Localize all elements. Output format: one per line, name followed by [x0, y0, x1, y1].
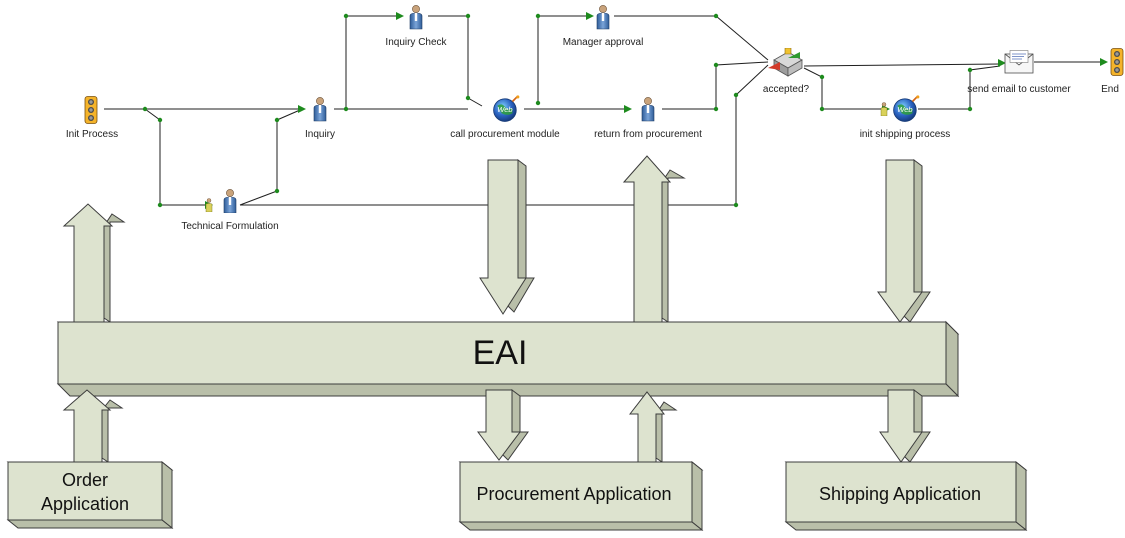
- node-init-shipping-process[interactable]: init shipping process: [860, 95, 951, 140]
- shipping-application-label: Shipping Application: [819, 484, 981, 504]
- node-label: End: [1101, 84, 1119, 95]
- node-return-from-procurement[interactable]: return from procurement: [594, 96, 702, 140]
- node-label: Technical Formulation: [181, 221, 278, 232]
- down-arrow-shipping-to-eai: [877, 159, 931, 323]
- person-icon: [313, 96, 327, 122]
- node-technical-formulation[interactable]: Technical Formulation: [181, 189, 279, 232]
- person-icon: [223, 189, 237, 213]
- node-label: return from procurement: [594, 129, 702, 140]
- node-inquiry-check[interactable]: Inquiry Check: [385, 4, 448, 48]
- person-icon: [596, 4, 610, 30]
- decision-icon: [767, 48, 803, 77]
- node-label: Manager approval: [563, 37, 644, 48]
- user-small-icon: [205, 198, 213, 212]
- shipping-application-box: Shipping Application: [784, 460, 1028, 532]
- down-arrow-process-to-eai: [479, 159, 535, 315]
- node-label: Inquiry Check: [385, 37, 447, 48]
- person-icon: [409, 4, 423, 30]
- node-label: accepted?: [763, 84, 810, 95]
- down-arrow-eai-to-procurement-app: [477, 389, 529, 461]
- node-label: call procurement module: [450, 129, 560, 140]
- node-label: init shipping process: [860, 129, 951, 140]
- order-application-label-line2: Application: [41, 494, 129, 514]
- order-application-label-line1: Order: [62, 470, 108, 490]
- node-end[interactable]: End: [1101, 48, 1124, 96]
- node-manager-approval[interactable]: Manager approval: [563, 4, 644, 48]
- node-accepted[interactable]: accepted?: [763, 48, 810, 95]
- up-arrow-order-to-process: [62, 203, 126, 323]
- up-arrow-order-app-to-eai: [62, 389, 124, 463]
- web-globe-icon: [492, 95, 520, 123]
- up-arrow-eai-to-process: [622, 155, 686, 323]
- node-inquiry[interactable]: Inquiry: [305, 96, 335, 140]
- connector-markers: [142, 12, 1108, 209]
- node-label: Init Process: [66, 129, 118, 140]
- node-label: send email to customer: [967, 84, 1071, 95]
- traffic-light-icon: [1110, 48, 1124, 76]
- eai-bus-label: EAI: [473, 334, 528, 372]
- node-init-process[interactable]: Init Process: [66, 96, 118, 141]
- eai-bus: EAI: [56, 320, 960, 398]
- person-icon: [641, 96, 655, 122]
- up-arrow-procurement-app-to-eai: [628, 391, 678, 463]
- procurement-application-box: Procurement Application: [458, 460, 704, 532]
- down-arrow-eai-to-shipping-app: [879, 389, 931, 463]
- node-send-email-to-customer[interactable]: send email to customer: [967, 50, 1071, 96]
- node-label: Inquiry: [305, 129, 335, 140]
- node-call-procurement-module[interactable]: call procurement module: [450, 95, 560, 140]
- web-globe-icon: [892, 95, 920, 123]
- traffic-light-icon: [84, 96, 98, 124]
- email-icon: [1004, 50, 1034, 74]
- order-application-box: Order Application: [6, 460, 174, 530]
- user-small-icon: [880, 102, 888, 116]
- procurement-application-label: Procurement Application: [476, 484, 671, 504]
